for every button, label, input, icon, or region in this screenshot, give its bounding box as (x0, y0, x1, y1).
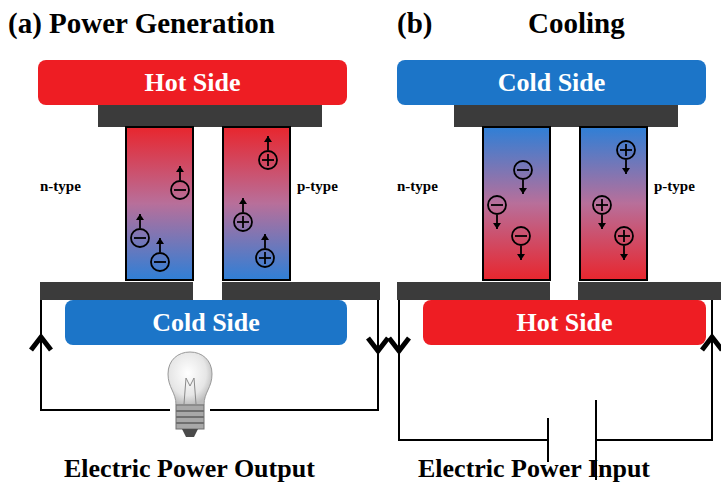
leg-label: p-type (654, 178, 695, 195)
leg-label: p-type (297, 178, 338, 195)
wire (399, 300, 712, 440)
side-bar: Cold Side (65, 300, 347, 345)
side-bar: Hot Side (38, 60, 347, 105)
side-bar: Cold Side (397, 60, 706, 105)
current-arrow (389, 338, 409, 351)
top-electrode (98, 105, 322, 127)
side-label: Cold Side (498, 68, 606, 98)
top-electrode (454, 105, 678, 127)
side-bar: Hot Side (423, 300, 706, 345)
side-label: Hot Side (144, 68, 240, 98)
light-bulb (168, 352, 212, 437)
bottom-electrode (40, 282, 193, 300)
side-label: Cold Side (152, 308, 260, 338)
leg-label: n-type (397, 178, 438, 195)
panel-title: (a) Power Generation (8, 8, 275, 40)
leg-label: n-type (40, 178, 81, 195)
panel-title: Cooling (528, 8, 625, 40)
panel-letter: (b) (397, 8, 432, 40)
bottom-electrode (578, 282, 721, 300)
caption-label: Electric Power Output (64, 455, 315, 484)
bottom-electrode (397, 282, 550, 300)
side-label: Hot Side (516, 308, 612, 338)
bottom-electrode (222, 282, 380, 300)
p-leg (580, 127, 647, 280)
charge-carriers (131, 136, 635, 271)
caption-label: Electric Power Input (418, 455, 650, 484)
current-arrow (368, 338, 388, 351)
current-arrow (31, 337, 51, 350)
wire (41, 300, 378, 410)
p-leg (223, 127, 290, 280)
n-leg (483, 127, 550, 280)
n-leg (126, 127, 193, 280)
